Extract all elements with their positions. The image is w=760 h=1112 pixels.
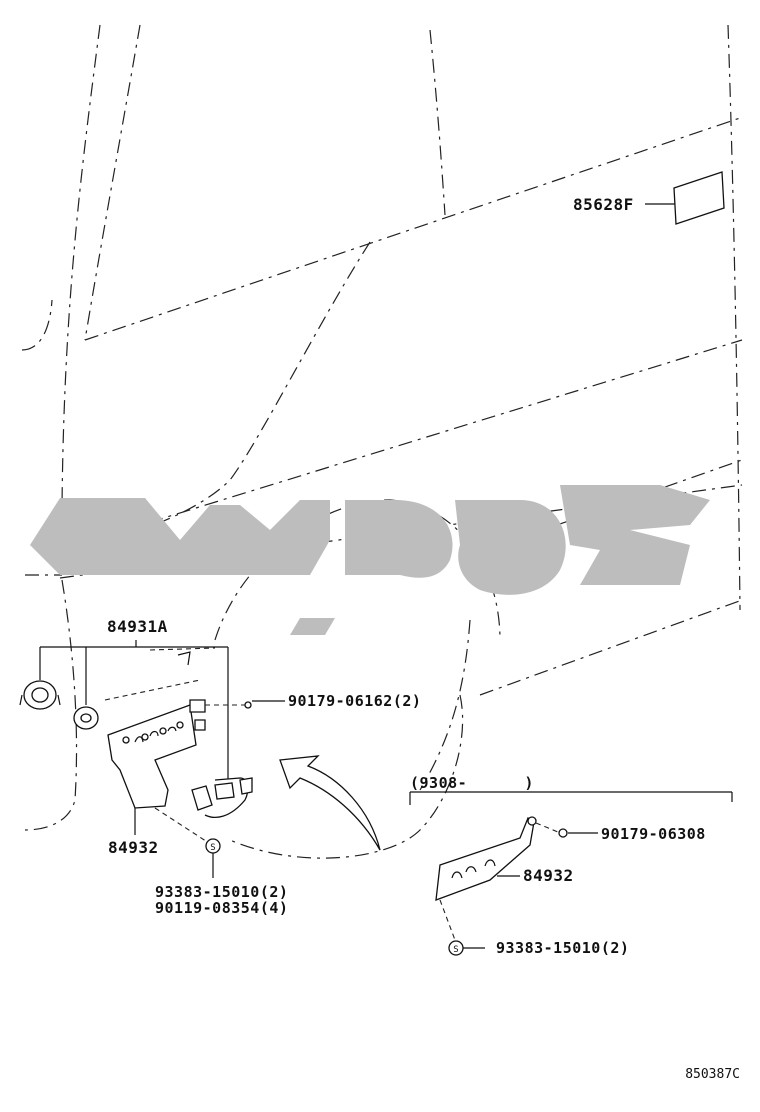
grommet-large <box>19 680 61 710</box>
reference-code: 850387C <box>685 1067 740 1082</box>
s-symbol-right: S <box>453 945 458 955</box>
bracket-84932-left <box>107 704 197 809</box>
grommet-small <box>73 706 99 730</box>
label-date-range: (9308- ) <box>410 774 534 792</box>
label-93383-right: 93383-15010(2) <box>496 939 629 957</box>
label-84932-right: 84932 <box>523 866 574 885</box>
s-symbol-left: S <box>210 843 215 853</box>
label-85628f: 85628F <box>573 195 634 214</box>
right-inset <box>409 791 733 956</box>
label-93383-left: 93383-15010(2) <box>155 883 288 901</box>
label-plate <box>645 171 725 225</box>
label-90179-06308: 90179-06308 <box>601 825 706 843</box>
bracket-84932-right <box>435 816 537 901</box>
sensor-connector <box>191 777 253 818</box>
label-90119-08354: 90119-08354(4) <box>155 899 288 917</box>
watermark-logo <box>30 485 710 635</box>
label-90179-06162: 90179-06162(2) <box>288 692 421 710</box>
left-assembly <box>19 640 285 878</box>
direction-arrow <box>279 755 381 851</box>
label-84931a: 84931A <box>107 617 168 636</box>
label-84932-left: 84932 <box>108 838 159 857</box>
